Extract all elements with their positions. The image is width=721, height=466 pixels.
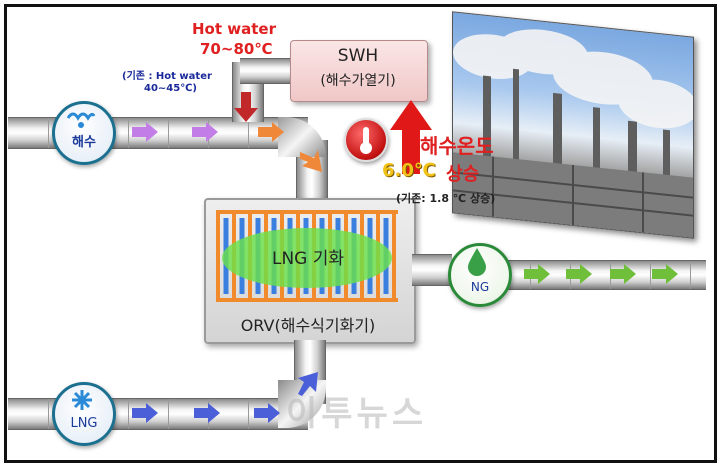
ng-label: NG — [470, 280, 490, 294]
baseline-hot-water-label: (기존 : Hot water — [122, 71, 212, 82]
seawater-label: 해수 — [72, 135, 96, 150]
orv-label: ORV(해수식기화기) — [240, 316, 376, 335]
seawater-source — [52, 101, 116, 165]
seawater-temperature-label: 해수온도 — [420, 134, 494, 158]
swh-subtitle: (해수가열기) — [320, 73, 396, 89]
temperature-rise-arrow — [390, 100, 432, 174]
thermometer-icon — [344, 118, 388, 162]
swh-title: SWH — [337, 46, 379, 66]
ng-arrow — [524, 264, 550, 284]
wave-icon — [66, 112, 96, 128]
vapor-cloud — [222, 228, 392, 288]
lng-up-arrow — [298, 372, 318, 396]
lng-source — [52, 382, 116, 446]
hot-water-temperature: 70~80℃ — [200, 40, 273, 58]
seawater-arrow — [192, 122, 218, 142]
baseline-hot-water-temperature: 40~45℃) — [144, 83, 197, 94]
lng-vaporization-label: LNG 기화 — [271, 249, 345, 269]
snowflake-icon — [72, 390, 92, 410]
watermark: 이투뉴스 — [286, 394, 428, 434]
seawater-temperature-rise-value: 6.0℃ — [382, 160, 436, 181]
lng-label: LNG — [70, 416, 98, 431]
hot-water-arrow — [300, 150, 322, 172]
swh-box — [290, 40, 428, 102]
hot-water-arrow — [258, 122, 284, 142]
ng-arrow — [652, 264, 678, 284]
hot-water-label: Hot water — [192, 20, 276, 38]
hot-water-pipe-horizontal — [240, 58, 292, 84]
seawater-arrow — [132, 122, 158, 142]
lng-arrow — [254, 403, 280, 423]
orv-coils — [216, 210, 398, 302]
ng-arrow — [610, 264, 636, 284]
baseline-rise-label: (기존: 1.8 ℃ 상승) — [396, 192, 496, 205]
outer-frame — [4, 4, 717, 463]
hot-water-down-arrow — [234, 92, 258, 122]
factory-photo — [452, 11, 694, 239]
orv-ng-outlet — [412, 254, 452, 286]
ng-arrow — [566, 264, 592, 284]
lng-arrow — [132, 403, 158, 423]
drop-icon — [468, 248, 486, 276]
seawater-temperature-rise-word: 상승 — [446, 164, 480, 185]
lng-arrow — [194, 403, 220, 423]
